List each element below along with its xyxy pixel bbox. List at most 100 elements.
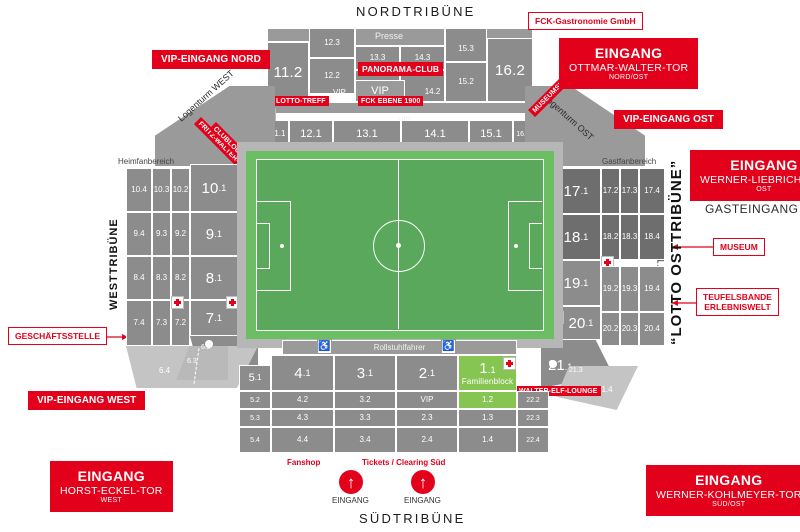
block-14-2-label: 14.2 bbox=[424, 87, 441, 96]
block-3-1-sub: .1 bbox=[365, 367, 374, 378]
block-7-3[interactable]: 7.3 bbox=[152, 300, 171, 346]
block-5-3[interactable]: 5.3 bbox=[239, 409, 271, 427]
block-19-3[interactable]: 19.3 bbox=[620, 266, 639, 312]
block-3-1[interactable]: 3.1 bbox=[334, 355, 396, 391]
block-15-1-label: 15.1 bbox=[480, 127, 502, 140]
entrance-arrow-right-icon[interactable]: ↑ bbox=[411, 470, 435, 494]
block-7-4[interactable]: 7.4 bbox=[126, 300, 152, 346]
gate-2-line3: SÜD/OST bbox=[712, 500, 746, 508]
block-18-2[interactable]: 18.2 bbox=[601, 214, 620, 260]
block-4-1[interactable]: 4.1 bbox=[271, 355, 334, 391]
block-8-4[interactable]: 8.4 bbox=[126, 256, 152, 300]
gate-0-line3: NORD/OST bbox=[608, 73, 649, 81]
walter-elf-lounge-tag[interactable]: WALTER-ELF-LOUNGE bbox=[516, 386, 601, 396]
block-5-2[interactable]: 5.2 bbox=[239, 391, 271, 409]
block-13-3-label: 13.3 bbox=[369, 53, 386, 62]
block-18-2-label: 18.2 bbox=[602, 232, 619, 241]
block-9-1[interactable]: 9.1 bbox=[190, 212, 238, 256]
block-17-2[interactable]: 17.2 bbox=[601, 168, 620, 214]
block-2-2-vip[interactable]: VIP bbox=[396, 391, 458, 409]
block-22-3[interactable]: 22.3 bbox=[517, 409, 549, 427]
block-8-1[interactable]: 8.1 bbox=[190, 256, 238, 300]
block-10-3[interactable]: 10.3 bbox=[152, 168, 171, 212]
gate-werner-kohlmeyer-tor[interactable]: EINGANG WERNER-KOHLMEYER-TOR SÜD/OST bbox=[646, 465, 800, 517]
gate-horst-eckel-tor[interactable]: EINGANG HORST-ECKEL-TOR WEST bbox=[50, 461, 173, 513]
fck-gastronomie-callout[interactable]: FCK-Gastronomie GmbH bbox=[528, 12, 643, 31]
heimfanbereich-label: Heimfanbereich bbox=[118, 157, 175, 166]
block-2-3[interactable]: 2.3 bbox=[396, 409, 458, 427]
block-9-1-label: 9 bbox=[205, 225, 215, 243]
block-17-3[interactable]: 17.3 bbox=[620, 168, 639, 214]
block-3-3[interactable]: 3.3 bbox=[334, 409, 396, 427]
block-15-2[interactable]: 15.2 bbox=[445, 62, 487, 102]
lotto-treff-tag[interactable]: LOTTO-TREFF bbox=[273, 96, 329, 106]
entrance-label-left: EINGANG bbox=[332, 496, 369, 505]
block-6-3-label: 6.3 bbox=[187, 358, 197, 365]
block-19-2[interactable]: 19.2 bbox=[601, 266, 620, 312]
block-20-4[interactable]: 20.4 bbox=[639, 312, 665, 346]
block-2-1-label: 2 bbox=[418, 364, 428, 382]
vip-eingang-west-tag[interactable]: VIP-EINGANG WEST bbox=[28, 391, 146, 410]
vip-eingang-nord-tag[interactable]: VIP-EINGANG NORD bbox=[152, 50, 270, 69]
block-9-4[interactable]: 9.4 bbox=[126, 212, 152, 256]
tickets-label: Tickets / Clearing Süd bbox=[362, 458, 446, 467]
block-1-2[interactable]: 1.2 bbox=[458, 391, 517, 409]
block-8-3[interactable]: 8.3 bbox=[152, 256, 171, 300]
panorama-club-tag[interactable]: PANORAMA-CLUB bbox=[358, 62, 444, 76]
block-10-1-label: 10 bbox=[201, 179, 219, 197]
block-14-1-label: 14.1 bbox=[424, 127, 446, 140]
block-3-2-label: 3.2 bbox=[359, 395, 371, 404]
block-8-2[interactable]: 8.2 bbox=[171, 256, 190, 300]
block-17-3-label: 17.3 bbox=[621, 186, 638, 195]
block-4-3[interactable]: 4.3 bbox=[271, 409, 334, 427]
block-10-2[interactable]: 10.2 bbox=[171, 168, 190, 212]
block-3-4[interactable]: 3.4 bbox=[334, 427, 396, 453]
block-19-4[interactable]: 19.4 bbox=[639, 266, 665, 312]
block-3-2[interactable]: 3.2 bbox=[334, 391, 396, 409]
block-18-3[interactable]: 18.3 bbox=[620, 214, 639, 260]
block-9-2[interactable]: 9.2 bbox=[171, 212, 190, 256]
block-12-2[interactable]: 12.2 bbox=[309, 58, 355, 94]
vip-eingang-ost-tag[interactable]: VIP-EINGANG OST bbox=[614, 110, 723, 129]
block-4-1-label: 4 bbox=[294, 364, 303, 382]
block-22-4[interactable]: 22.4 bbox=[517, 427, 549, 453]
teufelsbande-callout[interactable]: TEUFELSBANDE ERLEBNISWELT bbox=[696, 288, 779, 317]
block-10-4[interactable]: 10.4 bbox=[126, 168, 152, 212]
block-17-4[interactable]: 17.4 bbox=[639, 168, 665, 214]
museum-callout[interactable]: MUSEUM bbox=[713, 238, 765, 257]
press-label: Presse bbox=[375, 31, 404, 41]
block-2-4[interactable]: 2.4 bbox=[396, 427, 458, 453]
fck-ebene-1900-tag[interactable]: FCK EBENE 1900 bbox=[358, 96, 424, 106]
football-pitch bbox=[256, 159, 544, 331]
block-20-3[interactable]: 20.3 bbox=[620, 312, 639, 346]
block-9-3[interactable]: 9.3 bbox=[152, 212, 171, 256]
block-8-1-label: 8 bbox=[205, 269, 215, 287]
gate-werner-liebrich-tor[interactable]: EINGANG WERNER-LIEBRICH-TOR OST bbox=[690, 150, 800, 202]
block-20-4-label: 20.4 bbox=[644, 324, 660, 333]
block-18-4[interactable]: 18.4 bbox=[639, 214, 665, 260]
gate-ottmar-walter-tor[interactable]: EINGANG OTTMAR-WALTER-TOR NORD/OST bbox=[559, 38, 699, 90]
block-2-1[interactable]: 2.1 bbox=[396, 355, 458, 391]
block-16-2[interactable]: 16.2 bbox=[487, 38, 533, 102]
block-12-2-label: 12.2 bbox=[324, 71, 340, 80]
block-1-3-label: 1.3 bbox=[481, 413, 494, 422]
block-20-2[interactable]: 20.2 bbox=[601, 312, 620, 346]
block-4-4[interactable]: 4.4 bbox=[271, 427, 334, 453]
geschaeftsstelle-callout[interactable]: GESCHÄFTSSTELLE bbox=[8, 327, 108, 346]
block-6-4-label: 6.4 bbox=[159, 366, 171, 375]
block-4-2[interactable]: 4.2 bbox=[271, 391, 334, 409]
block-1-4[interactable]: 1.4 bbox=[458, 427, 517, 453]
block-1-3[interactable]: 1.3 bbox=[458, 409, 517, 427]
gate-2-line2: WERNER-KOHLMEYER-TOR bbox=[656, 488, 800, 501]
block-5-4[interactable]: 5.4 bbox=[239, 427, 271, 453]
block-22-2[interactable]: 22.2 bbox=[517, 391, 549, 409]
block-15-3[interactable]: 15.3 bbox=[445, 28, 487, 62]
block-13-1-label: 13.1 bbox=[356, 127, 378, 140]
block-10-1[interactable]: 10.1 bbox=[190, 164, 238, 212]
block-9-1-sub: .1 bbox=[214, 228, 223, 239]
entrance-arrow-left-icon[interactable]: ↑ bbox=[339, 470, 363, 494]
block-5-1[interactable]: 5.1 bbox=[239, 365, 271, 391]
familienblock-label: Familienblock bbox=[461, 376, 514, 386]
block-6-2-label: 6.2 bbox=[201, 344, 211, 351]
block-12-3[interactable]: 12.3 bbox=[309, 28, 355, 58]
